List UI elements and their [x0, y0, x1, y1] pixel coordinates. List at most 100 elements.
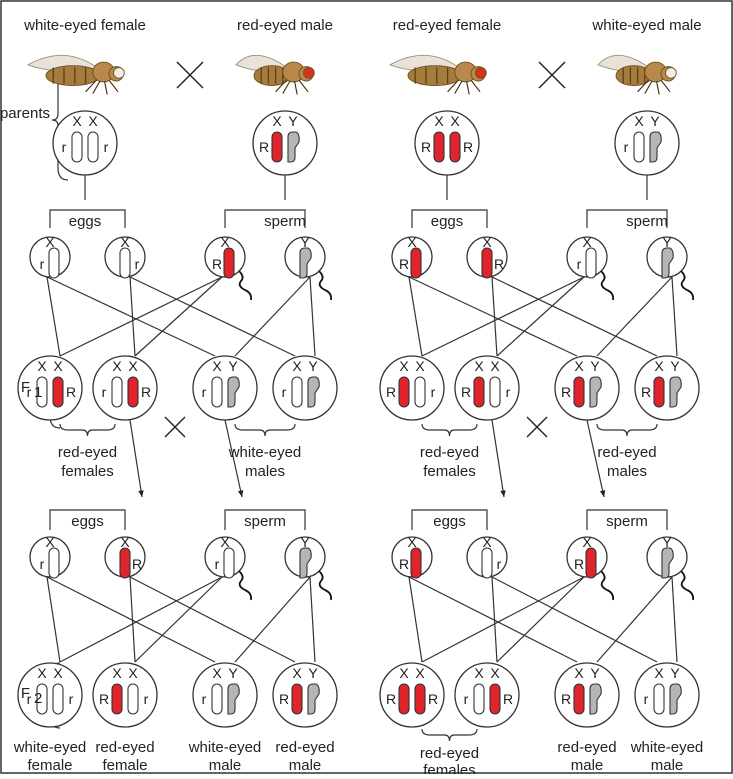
fly-leg [657, 81, 660, 95]
x-label: X [415, 358, 425, 374]
x-label: X [53, 665, 63, 681]
fly-abdomen [408, 66, 462, 86]
allele-label: R [259, 139, 269, 155]
f1-female-brace [60, 424, 115, 436]
arrow-head [138, 490, 143, 497]
allele-label: r [624, 139, 629, 155]
sperm-tail [239, 271, 251, 300]
x-label: X [654, 358, 664, 374]
connector-line [235, 277, 310, 356]
x-label: X [654, 665, 664, 681]
connector-line [60, 277, 222, 356]
allele-label: R [399, 256, 409, 272]
f2-offspring-label: white-eyed [630, 739, 704, 756]
f1-male-group-label: males [245, 463, 285, 480]
x-label: X [490, 358, 500, 374]
allele-label: r [644, 691, 649, 707]
f2-offspring-label: red-eyed [275, 739, 334, 756]
x-chromosome [292, 377, 302, 407]
x-label: X [434, 113, 444, 129]
x-chromosome [411, 548, 421, 578]
x-label: X [292, 358, 302, 374]
x-label: X [88, 113, 98, 129]
f2-offspring-label: white-eyed [188, 739, 262, 756]
x-chromosome [415, 684, 425, 714]
sperm-tail [319, 271, 331, 300]
connector-line [672, 277, 677, 356]
male-fly-illustration [236, 55, 314, 94]
x-chromosome [411, 248, 421, 278]
arrow-line [492, 420, 504, 497]
x-chromosome [112, 684, 122, 714]
connector-line [672, 577, 677, 662]
x-chromosome [574, 684, 584, 714]
sperm-tail [681, 271, 693, 300]
allele-label: r [215, 556, 220, 572]
x-label: X [212, 665, 222, 681]
connector-line [130, 577, 295, 662]
x-chromosome [112, 377, 122, 407]
allele-label: r [69, 691, 74, 707]
sperm-tail [601, 571, 613, 600]
x-chromosome [586, 548, 596, 578]
fly-eye [304, 68, 315, 79]
allele-label: R [574, 556, 584, 572]
connector-line [409, 277, 422, 356]
allele-label: R [399, 556, 409, 572]
allele-label: r [506, 384, 511, 400]
y-label: Y [590, 665, 600, 681]
x-chromosome [49, 248, 59, 278]
x-chromosome [574, 377, 584, 407]
x-label: X [490, 665, 500, 681]
connector-line [492, 277, 657, 356]
x-chromosome [434, 132, 444, 162]
fly-leg [105, 81, 108, 95]
female-fly-illustration [28, 55, 124, 94]
connector-line [47, 577, 60, 662]
y-label: Y [670, 358, 680, 374]
parents-label: parents [0, 105, 50, 122]
f1-female-brace [422, 424, 477, 436]
allele-label: r [40, 256, 45, 272]
f2-group-label: red-eyed [420, 745, 479, 762]
allele-label: R [386, 384, 396, 400]
x-chromosome [120, 248, 130, 278]
x-label: X [72, 113, 82, 129]
allele-label: r [144, 691, 149, 707]
f2-subscript: 2 [34, 690, 42, 707]
f2-offspring-label: female [102, 757, 147, 774]
allele-label: R [99, 691, 109, 707]
allele-label: R [66, 384, 76, 400]
sperm-tail [239, 571, 251, 600]
x-chromosome [474, 377, 484, 407]
arrow-head [600, 490, 605, 497]
x-label: X [112, 665, 122, 681]
f2-offspring-label: red-eyed [95, 739, 154, 756]
allele-label: R [463, 139, 473, 155]
x-chromosome [415, 377, 425, 407]
f2-sperm-label: sperm [606, 513, 648, 530]
x-chromosome [224, 548, 234, 578]
x-chromosome [490, 684, 500, 714]
parent-female-label: red-eyed female [393, 17, 501, 34]
allele-label: r [431, 384, 436, 400]
fly-leg [109, 80, 118, 92]
connector-line [497, 277, 584, 356]
y-label: Y [308, 358, 318, 374]
male-fly-illustration [598, 55, 676, 94]
f1-female-group-label: females [423, 463, 476, 480]
y-label: Y [288, 113, 298, 129]
x-chromosome [450, 132, 460, 162]
f2-offspring-label: male [651, 757, 684, 774]
x-label: X [272, 113, 282, 129]
x-chromosome [120, 548, 130, 578]
y-label: Y [650, 113, 660, 129]
x-chromosome [490, 377, 500, 407]
arrow-line [130, 420, 142, 497]
x-chromosome [399, 684, 409, 714]
f2-label: F [21, 685, 30, 702]
x-label: X [37, 358, 47, 374]
parent-male-label: red-eyed male [237, 17, 333, 34]
allele-label: R [561, 691, 571, 707]
f1-male-group-label: males [607, 463, 647, 480]
